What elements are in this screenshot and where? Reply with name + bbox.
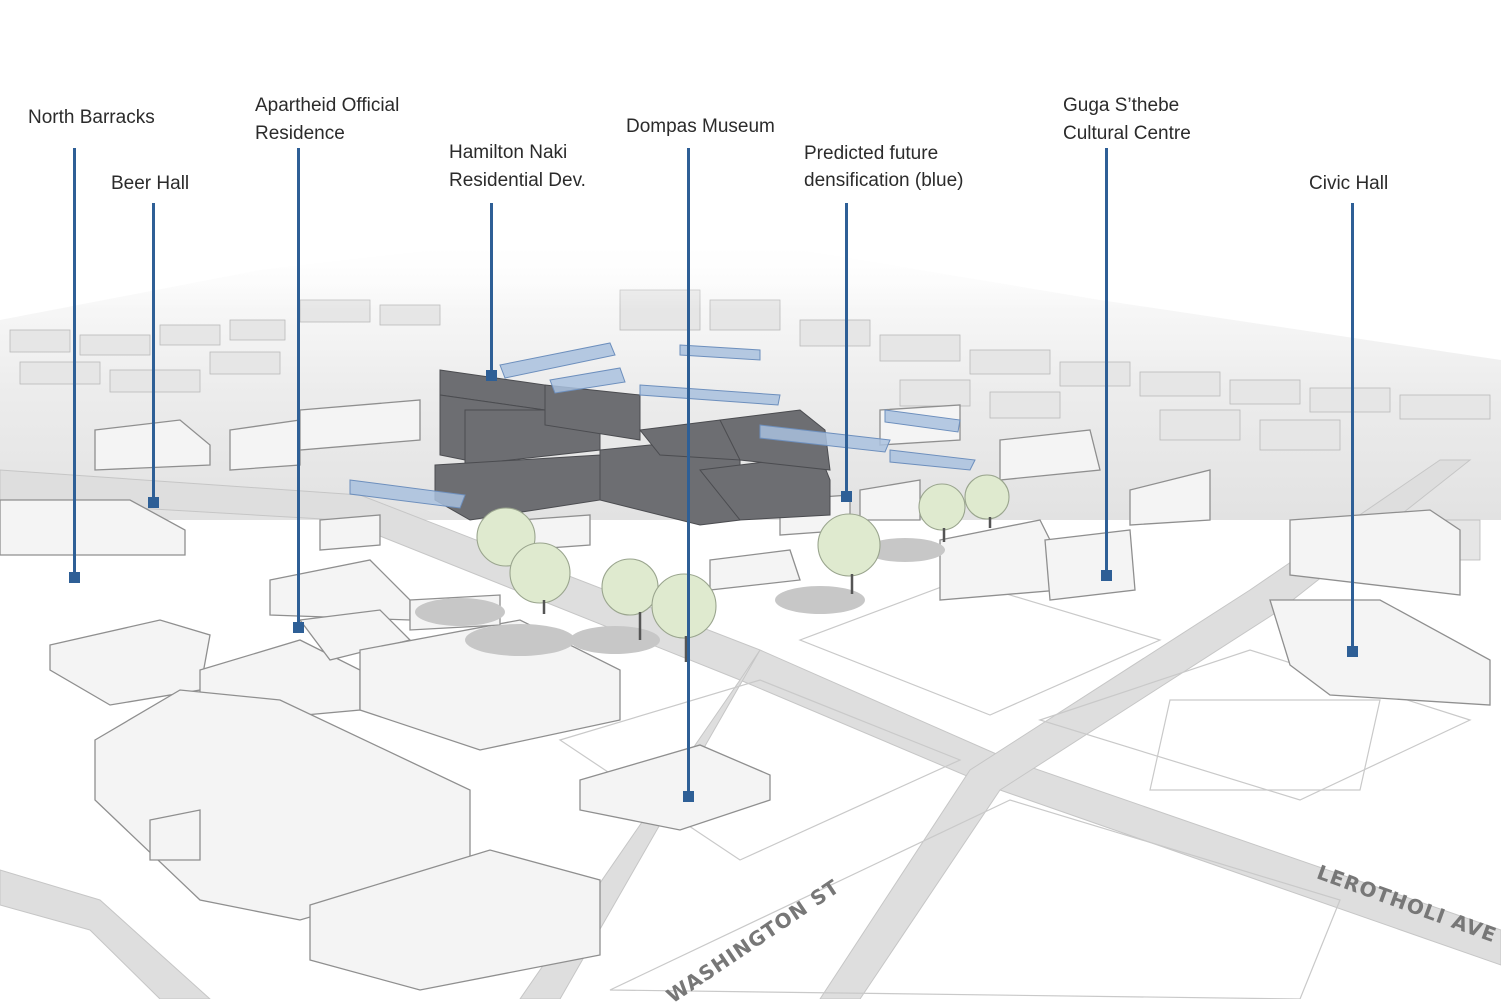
- predicted-densification-label-line2: densification (blue): [804, 170, 964, 191]
- dompas-museum-label: Dompas Museum: [626, 116, 775, 137]
- future-densification: [349, 342, 976, 509]
- north-barracks-label: North Barracks: [28, 107, 155, 128]
- predicted-densification-marker: [841, 491, 852, 502]
- apartheid-residence-leader: [297, 148, 300, 624]
- beer-hall-marker: [148, 497, 159, 508]
- tree-trunks: [542, 517, 992, 662]
- north-barracks-marker: [69, 572, 80, 583]
- guga-sthebe-leader: [1105, 148, 1108, 574]
- distant-blocks: [9, 289, 1491, 561]
- apartheid-residence-label-line2: Residence: [255, 123, 345, 144]
- civic-hall-label: Civic Hall: [1309, 173, 1389, 194]
- hamilton-naki-leader: [490, 203, 493, 374]
- apartheid-residence-marker: [293, 622, 304, 633]
- apartheid-residence-label-line1: Apartheid Official: [255, 95, 400, 116]
- civic-hall-leader: [1351, 203, 1354, 652]
- existing-buildings: [0, 399, 1491, 991]
- trees: [476, 474, 1010, 639]
- hamilton-naki-label-line1: Hamilton Naki: [449, 142, 568, 163]
- guga-sthebe-label-line2: Cultural Centre: [1063, 123, 1191, 144]
- dompas-museum-leader: [687, 148, 690, 794]
- beer-hall-label: Beer Hall: [111, 173, 190, 194]
- predicted-densification-leader: [845, 203, 848, 495]
- hamilton-naki-label-line2: Residential Dev.: [449, 170, 586, 191]
- dompas-museum-marker: [683, 791, 694, 802]
- hamilton-naki-marker: [486, 370, 497, 381]
- beer-hall-leader: [152, 203, 155, 499]
- civic-hall-marker: [1347, 646, 1358, 657]
- predicted-densification-label-line1: Predicted future: [804, 143, 939, 164]
- north-barracks-leader: [73, 148, 76, 574]
- tree-shadows: [415, 538, 945, 656]
- guga-sthebe-marker: [1101, 570, 1112, 581]
- guga-sthebe-label-line1: Guga S’thebe: [1063, 95, 1180, 116]
